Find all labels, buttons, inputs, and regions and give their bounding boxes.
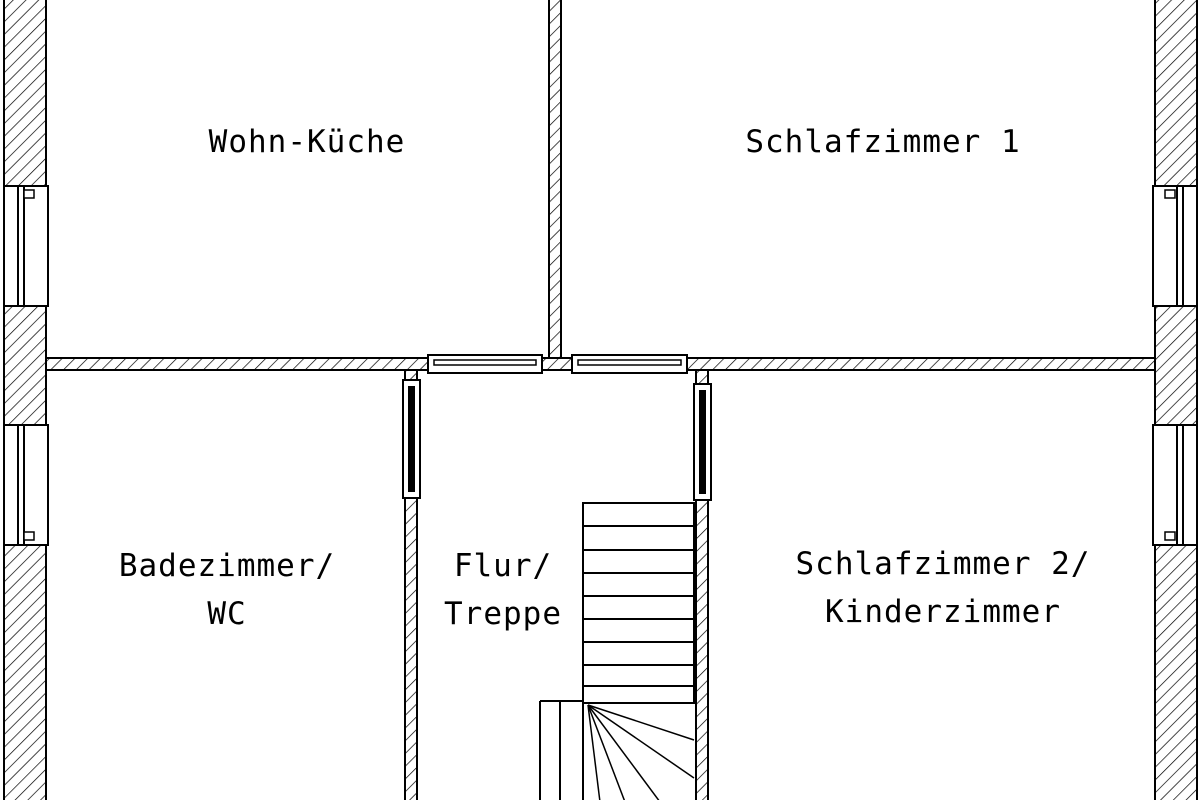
inner-wall-bad-flur [402,369,421,800]
staircase [539,502,695,800]
room-label-line: Schlafzimmer 2/ [795,546,1091,582]
room-label-line: Badezimmer/ [118,548,336,584]
outer-wall-left [3,0,47,800]
inner-wall-top-center [548,0,562,359]
room-label-line: WC [207,596,247,632]
room-label-line: Flur/ [453,548,553,584]
inner-wall-horizontal-center [541,357,573,371]
door-wohn-kueche [427,354,543,374]
room-label-line: Wohn-Küche [208,124,406,160]
inner-wall-horizontal-left [45,357,429,371]
room-label-line: Kinderzimmer [825,594,1061,630]
window-right-upper [1152,185,1198,307]
window-left-lower [3,424,49,546]
room-label-line: Schlafzimmer 1 [745,124,1021,160]
room-label-schlafzimmer-1: Schlafzimmer 1 [745,118,1020,166]
door-schlafzimmer-1 [571,354,688,374]
outer-wall-right [1154,0,1198,800]
room-label-schlafzimmer-2: Schlafzimmer 2/ Kinderzimmer [796,540,1091,636]
room-label-wohn-kueche: Wohn-Küche [209,118,406,166]
inner-wall-flur-schlafzimmer-2 [693,369,712,800]
window-right-lower [1152,424,1198,546]
room-label-flur: Flur/ Treppe [444,542,562,638]
inner-wall-horizontal-right [686,357,1156,371]
window-left-upper [3,185,49,307]
room-label-badezimmer: Badezimmer/ WC [119,542,335,638]
room-label-line: Treppe [444,596,562,632]
